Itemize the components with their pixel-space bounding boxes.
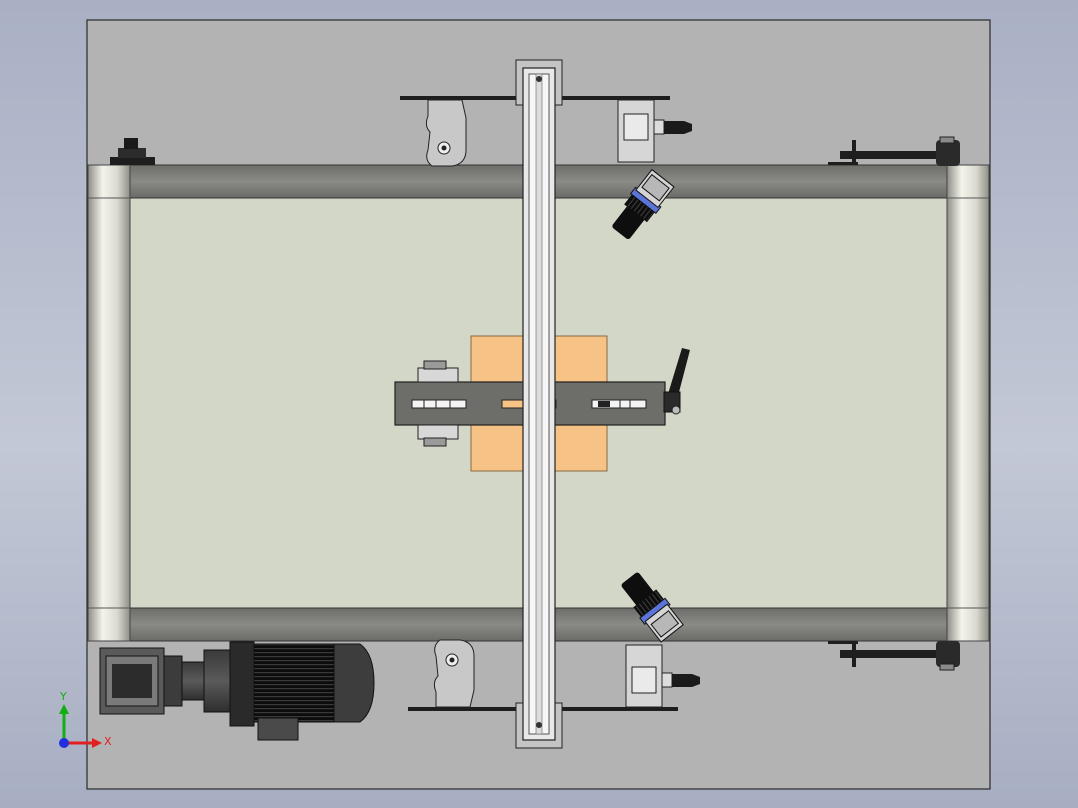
axis-x-label: X <box>104 735 112 748</box>
clamp-lever[interactable] <box>663 348 690 415</box>
guide-clamp-left <box>417 360 459 447</box>
top-right-tensioner <box>828 136 960 166</box>
bottom-camera <box>621 572 684 643</box>
left-roller <box>87 164 131 642</box>
coordinate-triad: X Y <box>59 690 112 748</box>
gear-motor <box>99 641 375 741</box>
bottom-right-tensioner <box>828 641 960 671</box>
top-left-bearing <box>110 138 155 165</box>
axis-y-label: Y <box>59 690 67 703</box>
vertical-aluminum-profile <box>515 59 563 749</box>
right-roller <box>946 164 990 642</box>
top-camera <box>612 168 675 239</box>
